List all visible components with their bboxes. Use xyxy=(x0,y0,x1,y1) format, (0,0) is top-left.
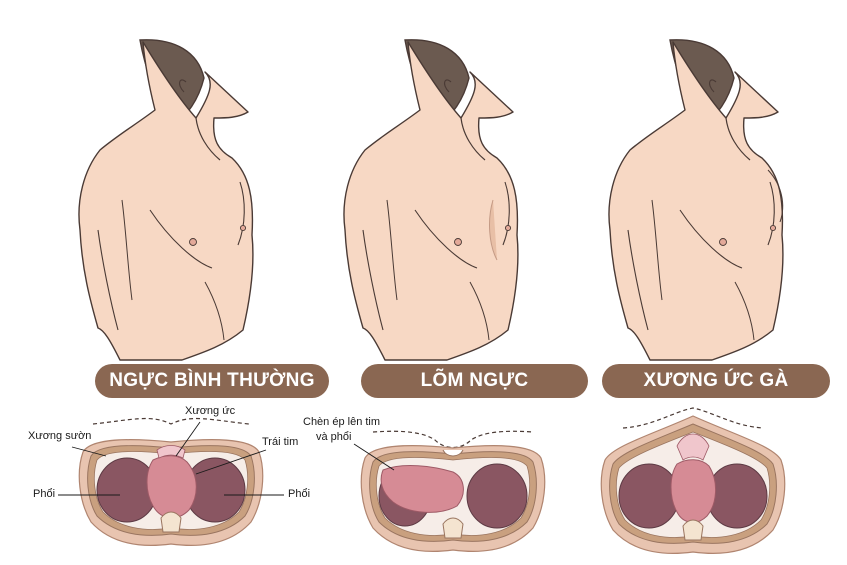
sternum xyxy=(156,445,186,459)
cross-section-pectus-carinatum xyxy=(600,407,786,554)
label-leader-lines xyxy=(58,421,395,496)
spine xyxy=(160,511,182,533)
torso-pectus-excavatum xyxy=(343,39,519,361)
label-phoi-right: Phổi xyxy=(288,488,311,500)
sternum xyxy=(676,433,710,461)
label-trai-tim: Trái tim xyxy=(262,436,299,448)
caption-normal: NGỰC BÌNH THƯỜNG xyxy=(95,364,329,398)
cross-section-normal xyxy=(78,417,264,546)
cross-section-pectus-excavatum xyxy=(360,430,546,552)
spine xyxy=(682,519,704,541)
heart xyxy=(146,455,197,519)
label-chen-ep-line2: và phổi xyxy=(316,431,352,443)
label-phoi-left: Phổi xyxy=(33,488,56,500)
torso-pectus-carinatum xyxy=(608,39,784,361)
caption-pectus-carinatum: XƯƠNG ỨC GÀ xyxy=(602,364,830,398)
heart xyxy=(670,459,716,523)
label-xuong-suon: Xương sườn xyxy=(28,430,92,442)
label-chen-ep-line1: Chèn ép lên tim xyxy=(303,416,381,428)
heart xyxy=(380,465,464,513)
caption-pectus-excavatum: LÕM NGỰC xyxy=(361,364,588,398)
lung-right xyxy=(706,463,768,529)
lung-left xyxy=(618,463,680,529)
lung-right xyxy=(466,463,528,529)
torso-normal xyxy=(78,39,254,361)
spine xyxy=(442,517,464,539)
label-xuong-uc: Xương ức xyxy=(185,405,236,417)
